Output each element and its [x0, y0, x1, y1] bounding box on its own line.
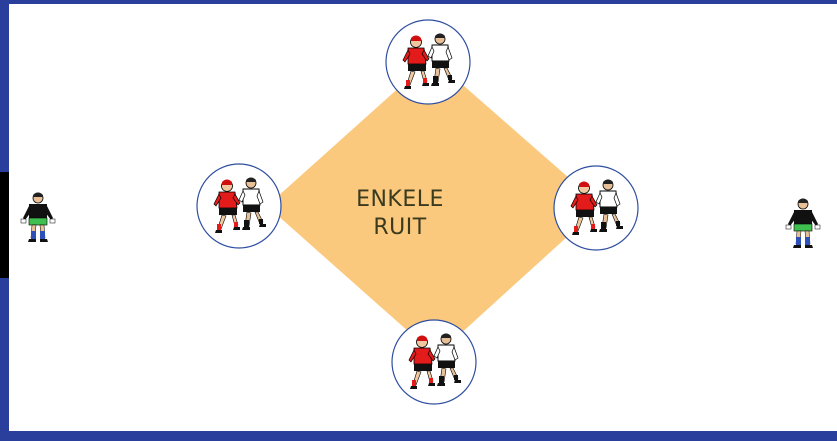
player-pair-right	[554, 166, 638, 250]
title-line-1: ENKELE	[356, 187, 444, 212]
diamond-shape	[267, 58, 601, 356]
player-pair-bottom	[392, 320, 476, 404]
player-pair-left	[197, 164, 281, 248]
player-pair-top	[386, 20, 470, 104]
goalkeeper-left	[20, 192, 56, 243]
title-line-2: RUIT	[373, 215, 427, 240]
goalkeeper-right	[785, 198, 821, 249]
side-tab	[0, 172, 9, 278]
diagram-title: ENKELE RUIT	[340, 186, 460, 242]
